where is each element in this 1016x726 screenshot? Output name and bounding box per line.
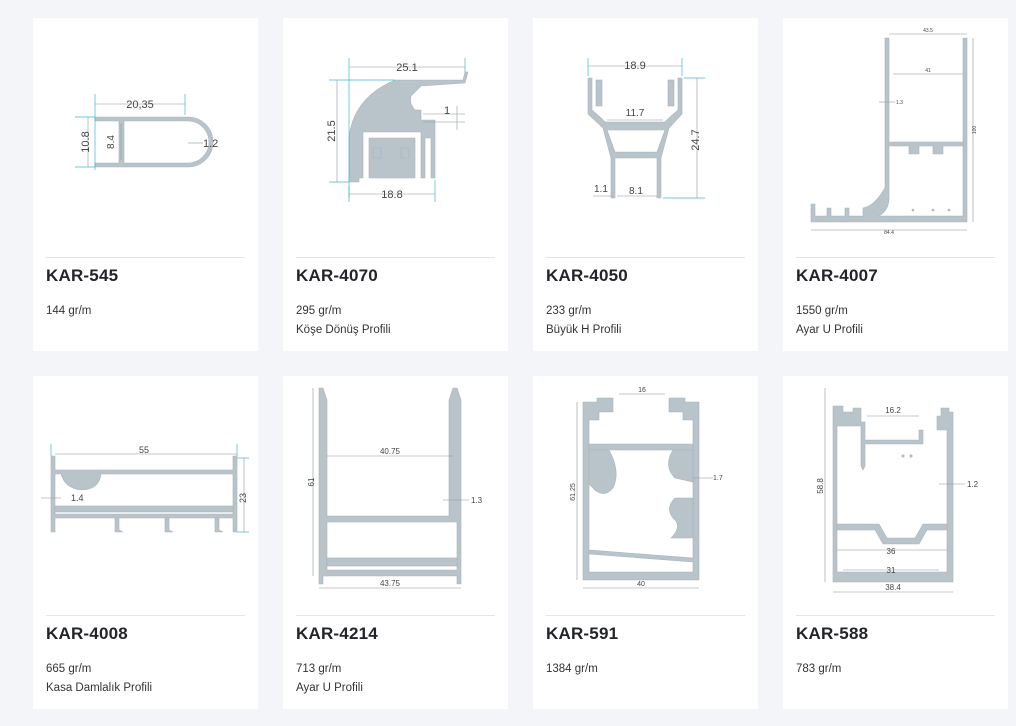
dim-label: 100 (972, 126, 978, 135)
divider (296, 257, 495, 258)
product-code[interactable]: KAR-4070 (296, 266, 378, 285)
dim-label: 8.1 (629, 186, 643, 197)
dim-label: 61.25 (570, 483, 577, 501)
divider (796, 615, 995, 616)
dim-label: 36 (887, 547, 896, 556)
dim-label: 21.5 (326, 120, 338, 141)
divider (46, 615, 245, 616)
divider (796, 257, 995, 258)
dim-label: 1.1 (594, 184, 608, 195)
product-weight: 233 gr/m (546, 305, 592, 317)
dim-label: 1.3 (471, 496, 483, 505)
product-code[interactable]: KAR-588 (796, 624, 869, 643)
profile-drawing: 43.5 41 1.3 100 84.4 (810, 28, 978, 236)
product-card[interactable]: 16 1.7 61.25 40 KAR-591 1384 gr/m (533, 376, 758, 709)
dim-label: 38.4 (885, 583, 901, 592)
dim-label: 25.1 (396, 62, 417, 74)
product-description: Ayar U Profili (796, 324, 863, 336)
product-weight: 1550 gr/m (796, 305, 848, 317)
profile-drawing: 18.9 11.7 24.7 1.1 8.1 (587, 58, 705, 199)
dim-label: 1.4 (71, 493, 84, 503)
product-code[interactable]: KAR-591 (546, 624, 619, 643)
profile-drawing: 25.1 21.5 1 18.8 (326, 58, 469, 202)
dim-label: 43.75 (380, 579, 401, 588)
dim-label: 16 (638, 387, 646, 394)
product-card[interactable]: 43.5 41 1.3 100 84.4 KAR-4007 1550 gr/m … (783, 18, 1008, 351)
product-weight: 665 gr/m (46, 663, 92, 675)
dim-label: 18.8 (381, 189, 402, 201)
product-code[interactable]: KAR-4050 (546, 266, 628, 285)
dim-label: 84.4 (884, 230, 894, 236)
dim-label: 24.7 (690, 129, 702, 150)
dim-label: 16.2 (885, 406, 901, 415)
dim-label: 1.2 (203, 138, 218, 150)
product-code[interactable]: KAR-4007 (796, 266, 878, 285)
divider (46, 257, 245, 258)
product-weight: 1384 gr/m (546, 663, 598, 675)
product-card[interactable]: 40.75 61 1.3 43.75 KAR-4214 713 gr/m Aya… (283, 376, 508, 709)
profile-drawing: 16.2 1.2 58.8 36 31 38.4 (816, 388, 979, 593)
dim-label: 23 (238, 493, 248, 503)
dim-label: 55 (139, 445, 149, 455)
product-code[interactable]: KAR-4008 (46, 624, 128, 643)
dim-label: 10.8 (80, 131, 92, 152)
dim-label: 1.7 (713, 475, 723, 482)
dim-label: 41 (925, 68, 931, 74)
product-weight: 783 gr/m (796, 663, 842, 675)
product-card[interactable]: 16.2 1.2 58.8 36 31 38.4 KAR-588 783 gr/… (783, 376, 1008, 709)
profile-drawing: 55 1.4 23 (41, 444, 249, 533)
dim-label: 8.4 (106, 135, 117, 149)
product-description: Ayar U Profili (296, 682, 363, 694)
dim-label: 11.7 (626, 108, 645, 119)
dim-label: 40 (637, 581, 645, 588)
dim-label: 31 (887, 566, 896, 575)
profile-drawing: 20,35 10.8 8.4 1.2 (75, 94, 218, 170)
dim-label: 43.5 (923, 28, 933, 34)
product-card[interactable]: 25.1 21.5 1 18.8 KAR-4070 295 gr/m Köşe … (283, 18, 508, 351)
profile-drawing: 16 1.7 61.25 40 (570, 387, 723, 589)
divider (546, 615, 745, 616)
divider (546, 257, 745, 258)
dim-label: 1 (444, 105, 450, 117)
dim-label: 20,35 (126, 99, 154, 111)
product-description: Köşe Dönüş Profili (296, 324, 391, 336)
divider (296, 615, 495, 616)
product-card[interactable]: 20,35 10.8 8.4 1.2 KAR-545 144 gr/m (33, 18, 258, 351)
dim-label: 1.2 (967, 480, 979, 489)
product-weight: 295 gr/m (296, 305, 342, 317)
dim-label: 1.3 (896, 100, 903, 106)
product-weight: 713 gr/m (296, 663, 342, 675)
product-code[interactable]: KAR-545 (46, 266, 119, 285)
product-weight: 144 gr/m (46, 305, 92, 317)
dim-label: 18.9 (624, 60, 645, 72)
dim-label: 40.75 (380, 447, 401, 456)
product-description: Kasa Damlalık Profili (46, 682, 153, 694)
product-description: Büyük H Profili (546, 324, 622, 336)
dim-label: 61 (307, 477, 316, 486)
profile-drawing: 40.75 61 1.3 43.75 (307, 387, 483, 589)
dim-label: 58.8 (816, 478, 825, 494)
product-card[interactable]: 55 1.4 23 KAR-4008 665 gr/m Kasa Damlalı… (33, 376, 258, 709)
product-card[interactable]: 18.9 11.7 24.7 1.1 8.1 KAR-4050 233 gr/m… (533, 18, 758, 351)
product-code[interactable]: KAR-4214 (296, 624, 378, 643)
